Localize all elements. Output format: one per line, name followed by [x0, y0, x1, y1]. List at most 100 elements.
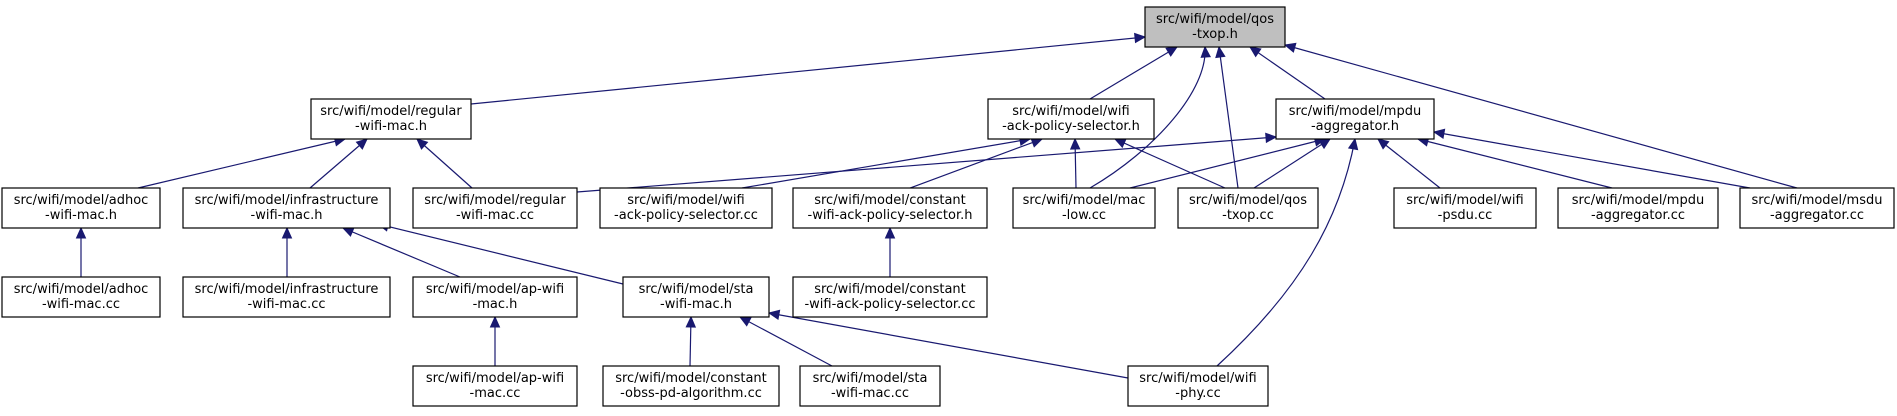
arrowhead-icon	[1347, 137, 1359, 151]
node-adhoc-wifi-mac-h[interactable]: src/wifi/model/adhoc-wifi-mac.h	[1, 187, 161, 229]
node-box[interactable]	[1739, 187, 1895, 229]
node-box[interactable]	[602, 365, 780, 407]
node-box[interactable]	[310, 98, 472, 140]
edge-line	[137, 138, 346, 189]
node-box[interactable]	[1177, 187, 1319, 229]
node-ap-wifi-mac-h[interactable]: src/wifi/model/ap-wifi-mac.h	[412, 276, 578, 318]
node-label-line: src/wifi/model/wifi	[627, 193, 744, 208]
edge-qos_txop_cc-to-mpdu_aggregator_h	[1253, 138, 1332, 189]
node-mpdu-aggregator-cc[interactable]: src/wifi/model/mpdu-aggregator.cc	[1557, 187, 1719, 229]
node-label-line: src/wifi/model/wifi	[1406, 193, 1523, 208]
node-constant-obss-pd-algorithm-cc[interactable]: src/wifi/model/constant-obss-pd-algorith…	[602, 365, 780, 407]
edge-adhoc_wifi_mac_cc-to-adhoc_wifi_mac_h	[75, 226, 87, 277]
node-label-line: src/wifi/model/mpdu	[1572, 193, 1704, 208]
arrowhead-icon	[341, 227, 355, 237]
node-mpdu-aggregator-h[interactable]: src/wifi/model/mpdu-aggregator.h	[1275, 98, 1435, 140]
arrowhead-icon	[1432, 128, 1446, 140]
node-label-line: -psdu.cc	[1438, 208, 1493, 223]
node-box[interactable]	[412, 187, 578, 229]
node-infrastructure-wifi-mac-cc[interactable]: src/wifi/model/infrastructure-wifi-mac.c…	[182, 276, 391, 318]
node-box[interactable]	[792, 187, 988, 229]
node-adhoc-wifi-mac-cc[interactable]: src/wifi/model/adhoc-wifi-mac.cc	[1, 276, 161, 318]
node-box[interactable]	[1012, 187, 1156, 229]
node-wifi-ack-policy-selector-h[interactable]: src/wifi/model/wifi-ack-policy-selector.…	[987, 98, 1155, 140]
edge-line	[1218, 46, 1239, 189]
node-label-line: -aggregator.cc	[1591, 208, 1685, 223]
edge-msdu_aggregator_cc-to-mpdu_aggregator_h	[1432, 128, 1751, 189]
node-label-line: -txop.h	[1192, 27, 1238, 42]
node-box[interactable]	[1, 276, 161, 318]
node-box[interactable]	[1144, 6, 1286, 48]
edge-mac_low_cc-to-wifi_ack_policy_selector_h	[1069, 137, 1081, 189]
node-sta-wifi-mac-cc[interactable]: src/wifi/model/sta-wifi-mac.cc	[799, 365, 941, 407]
node-label-line: -mac.h	[473, 297, 518, 312]
node-box[interactable]	[182, 187, 391, 229]
node-box[interactable]	[622, 276, 770, 318]
node-box[interactable]	[599, 187, 773, 229]
edge-wifi_psdu_cc-to-mpdu_aggregator_h	[1377, 138, 1441, 189]
node-wifi-ack-policy-selector-cc[interactable]: src/wifi/model/wifi-ack-policy-selector.…	[599, 187, 773, 229]
node-box[interactable]	[1, 187, 161, 229]
node-msdu-aggregator-cc[interactable]: src/wifi/model/msdu-aggregator.cc	[1739, 187, 1895, 229]
edge-ap_wifi_mac_h-to-infrastructure_wifi_mac_h	[341, 227, 461, 278]
node-label-line: src/wifi/model/constant	[615, 371, 767, 386]
node-box[interactable]	[1393, 187, 1537, 229]
node-box[interactable]	[412, 276, 578, 318]
node-label-line: src/wifi/model/constant	[814, 282, 966, 297]
edge-line	[576, 136, 1277, 193]
arrowhead-icon	[1265, 132, 1278, 144]
arrowhead-icon	[1165, 46, 1179, 57]
node-box[interactable]	[1557, 187, 1719, 229]
arrowhead-icon	[281, 226, 293, 239]
node-label-line: -wifi-mac.h	[45, 208, 117, 223]
edge-ap_wifi_mac_cc-to-ap_wifi_mac_h	[489, 315, 501, 366]
node-regular-wifi-mac-cc[interactable]: src/wifi/model/regular-wifi-mac.cc	[412, 187, 578, 229]
node-constant-wifi-ack-policy-selector-cc[interactable]: src/wifi/model/constant-wifi-ack-policy-…	[792, 276, 988, 318]
edge-adhoc_wifi_mac_h-to-regular_wifi_mac_h	[137, 136, 347, 189]
node-label-line: -wifi-mac.cc	[831, 386, 909, 401]
node-wifi-psdu-cc[interactable]: src/wifi/model/wifi-psdu.cc	[1393, 187, 1537, 229]
arrowhead-icon	[738, 316, 752, 327]
node-label-line: src/wifi/model/ap-wifi	[426, 371, 564, 386]
node-infrastructure-wifi-mac-h[interactable]: src/wifi/model/infrastructure-wifi-mac.h	[182, 187, 391, 229]
node-label-line: -aggregator.cc	[1770, 208, 1864, 223]
node-sta-wifi-mac-h[interactable]: src/wifi/model/sta-wifi-mac.h	[622, 276, 770, 318]
edge-line	[1089, 46, 1178, 100]
edge-line	[909, 138, 1043, 189]
edge-wifi_phy_cc-to-sta_wifi_mac_h	[767, 309, 1129, 379]
node-label-line: src/wifi/model/adhoc	[14, 193, 149, 208]
node-ap-wifi-mac-cc[interactable]: src/wifi/model/ap-wifi-mac.cc	[412, 365, 578, 407]
node-box[interactable]	[182, 276, 391, 318]
node-label-line: -obss-pd-algorithm.cc	[620, 386, 762, 401]
arrowhead-icon	[355, 138, 368, 150]
node-box[interactable]	[792, 276, 988, 318]
node-box[interactable]	[799, 365, 941, 407]
node-regular-wifi-mac-h[interactable]: src/wifi/model/regular-wifi-mac.h	[310, 98, 472, 140]
node-label-line: src/wifi/model/qos	[1156, 12, 1274, 27]
node-label-line: src/wifi/model/constant	[814, 193, 966, 208]
nodes-layer: src/wifi/model/qos-txop.hsrc/wifi/model/…	[1, 6, 1895, 407]
edge-line	[377, 223, 624, 285]
node-label-line: -wifi-mac.cc	[456, 208, 534, 223]
node-label-line: -wifi-mac.h	[660, 297, 732, 312]
node-label-line: -wifi-mac.h	[355, 119, 427, 134]
node-box[interactable]	[412, 365, 578, 407]
node-qos-txop-h[interactable]: src/wifi/model/qos-txop.h	[1144, 6, 1286, 48]
node-box[interactable]	[1127, 365, 1269, 407]
node-box[interactable]	[987, 98, 1155, 140]
edge-line	[1417, 138, 1613, 189]
node-qos-txop-cc[interactable]: src/wifi/model/qos-txop.cc	[1177, 187, 1319, 229]
node-label-line: -wifi-ack-policy-selector.h	[808, 208, 973, 223]
node-box[interactable]	[1275, 98, 1435, 140]
edge-wifi_ack_policy_selector_h-to-qos_txop_h	[1089, 46, 1179, 100]
edge-line	[1433, 131, 1751, 189]
node-label-line: -wifi-mac.cc	[247, 297, 325, 312]
node-wifi-phy-cc[interactable]: src/wifi/model/wifi-phy.cc	[1127, 365, 1269, 407]
arrowhead-icon	[1248, 46, 1262, 58]
node-label-line: -wifi-mac.cc	[42, 297, 120, 312]
edge-line	[1377, 138, 1441, 189]
node-constant-wifi-ack-policy-selector-h[interactable]: src/wifi/model/constant-wifi-ack-policy-…	[792, 187, 988, 229]
edge-line	[1284, 44, 1798, 189]
node-mac-low-cc[interactable]: src/wifi/model/mac-low.cc	[1012, 187, 1156, 229]
